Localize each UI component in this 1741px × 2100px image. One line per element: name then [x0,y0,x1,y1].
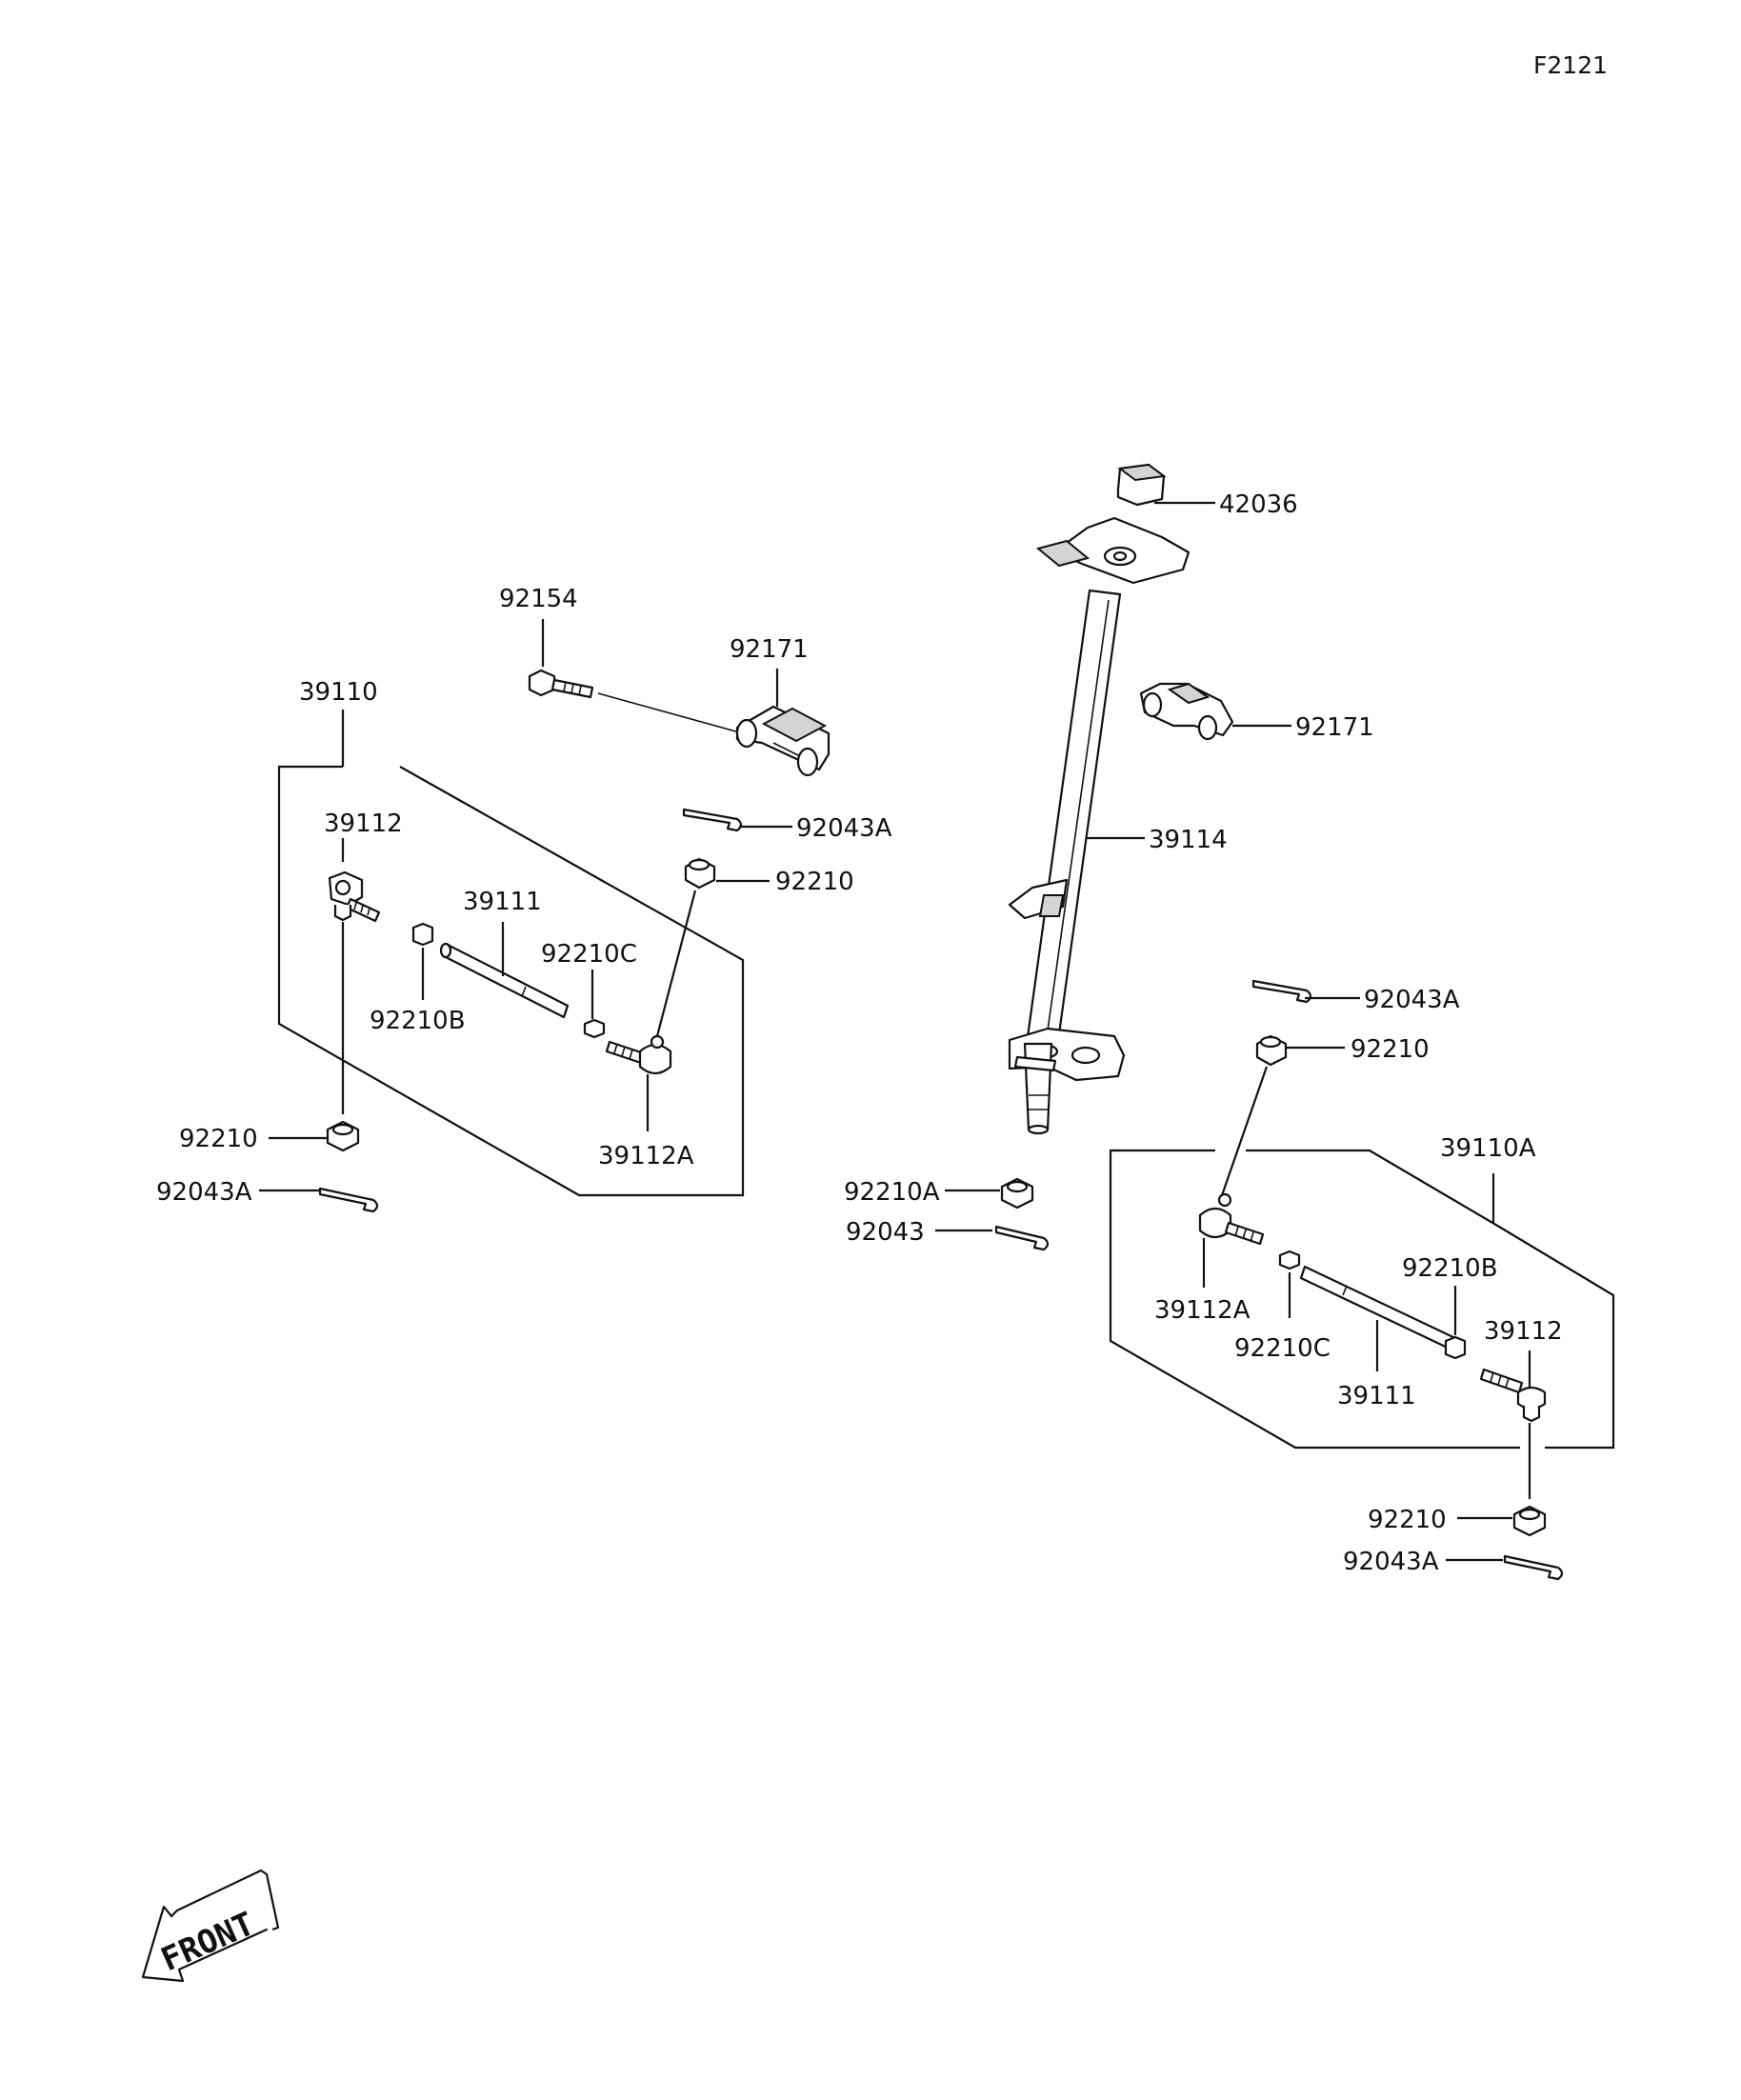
callout-92043A-bottom-right: 92043A [1343,1548,1439,1576]
callout-92210B-right: 92210B [1402,1254,1498,1283]
tie-rod-end-left [328,870,381,923]
cotter-pin-92043 [994,1225,1050,1251]
nut-92210B-right [1444,1335,1467,1360]
tie-rod-left [439,942,570,1019]
callout-92210C-right: 92210C [1234,1334,1331,1363]
callout-39112A-right: 39112A [1154,1296,1251,1325]
callout-92210B-left: 92210B [370,1007,466,1035]
callout-39112A-left: 39112A [598,1142,694,1170]
nut-92210-bottom-right [1512,1505,1547,1537]
callout-92171-right: 92171 [1295,713,1374,742]
nut-92210C-left [583,1018,606,1039]
callout-92210C-left: 92210C [541,940,637,969]
callout-92210-bottom-right: 92210 [1368,1506,1447,1534]
callout-39111-right: 39111 [1337,1382,1416,1410]
tie-rod-end-A-left [605,1034,672,1075]
callout-39112-right: 39112 [1484,1317,1563,1346]
tie-rod-assembly-right: 39110A 39112A 92210C 39111 92210B [1109,1134,1615,1581]
tie-rod-end-A-right [1198,1192,1265,1246]
callout-92171-left: 92171 [730,635,809,664]
callout-92210-bottom-left: 92210 [179,1125,258,1153]
bolt-92154 [528,669,594,699]
callout-92043A-bottom-left: 92043A [156,1178,252,1207]
nut-92210B-left [411,922,434,947]
callout-39114: 39114 [1149,826,1228,854]
cotter-pin-top-left [682,808,743,832]
steering-shaft [1008,516,1191,1135]
diagram-code: F2121 [1533,51,1608,79]
callout-39110A: 39110A [1440,1134,1536,1163]
callout-39112-left: 39112 [324,810,403,838]
callout-92043A-top-left: 92043A [796,814,892,843]
callout-92210A: 92210A [844,1178,940,1207]
nut-92210A [1000,1177,1034,1210]
callout-42036: 42036 [1219,490,1298,519]
nut-92210C-right [1278,1250,1301,1270]
nut-92210-mid-right [1255,1034,1288,1067]
bushing-42036 [1116,463,1167,507]
callout-92043: 92043 [846,1218,925,1247]
cotter-pin-mid-right [1251,979,1312,1004]
callout-92210-mid-right: 92210 [1351,1035,1430,1064]
callout-92210-top-left: 92210 [775,868,854,896]
nut-92210-bottom-left [326,1120,360,1152]
front-direction-arrow: FRONT [141,1869,280,1983]
clamp-92171-right [1139,682,1234,741]
tie-rod-end-right [1479,1368,1547,1423]
callout-39110: 39110 [299,678,378,707]
assembly-box-right [1109,1149,1520,1450]
tie-rod-assembly-left: 39110 39112 92210B 39111 92210C [156,678,745,1213]
nut-92210-top-left [684,857,716,890]
clamp-92171-left [735,705,830,777]
callout-39111-left: 39111 [463,888,542,916]
cotter-pin-bottom-right [1503,1554,1564,1581]
assembly-box-left [277,765,745,1197]
callout-92043A-mid-right: 92043A [1364,986,1460,1014]
cotter-pin-bottom-left [318,1187,379,1213]
callout-92154: 92154 [499,585,578,613]
